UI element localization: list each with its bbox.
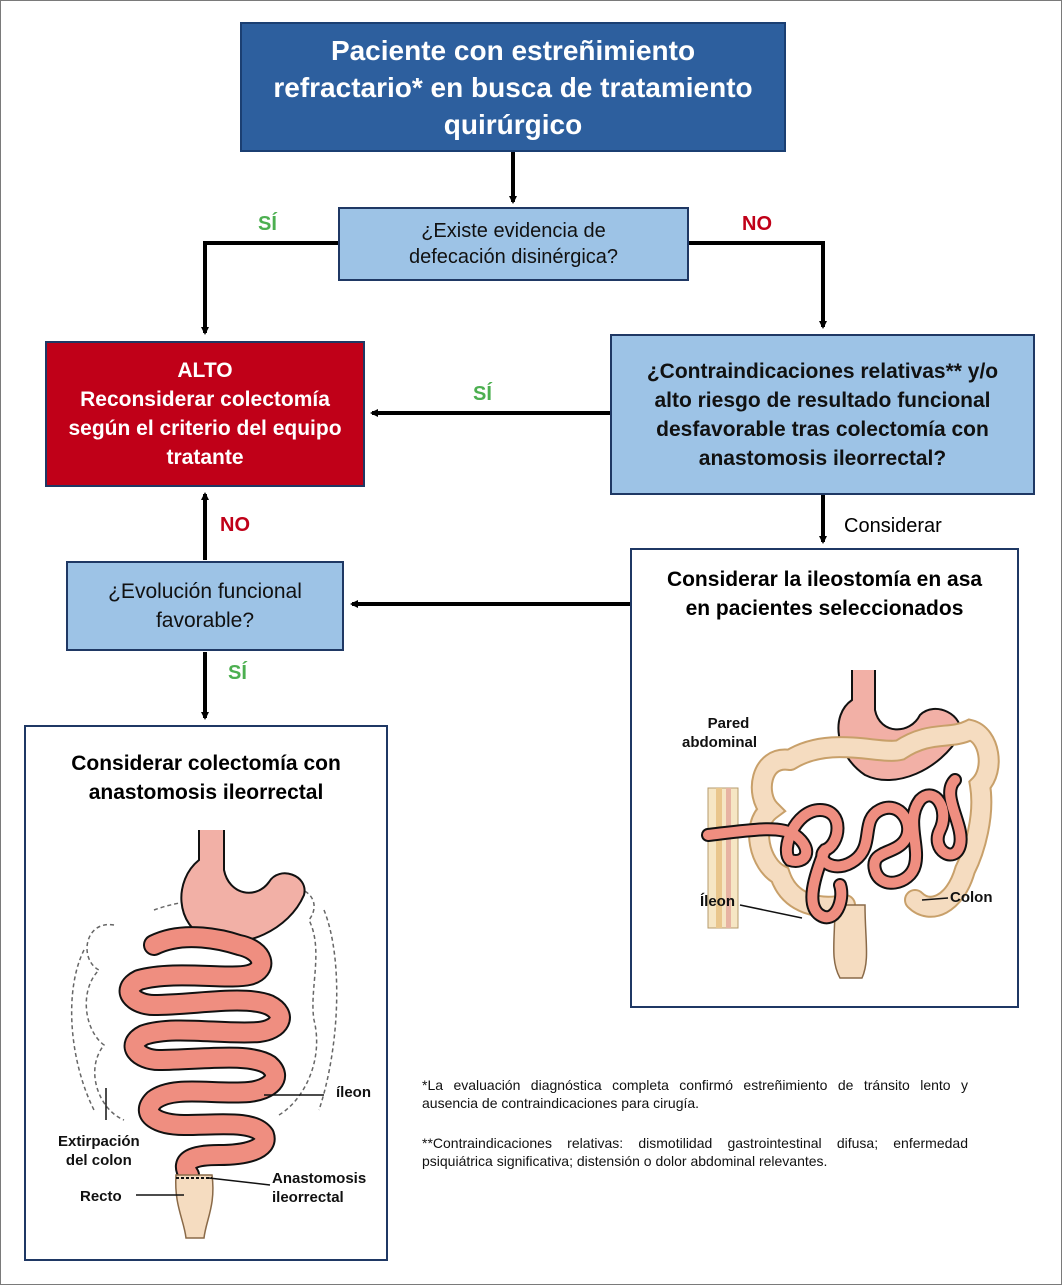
label-colon-removal: Extirpación del colon: [58, 1132, 140, 1170]
label-ileum-ileostomy: Íleon: [700, 893, 736, 910]
question-text: ¿Evolución funcional favorable?: [108, 580, 302, 632]
label-anastomosis: Anastomosis ileorrectal: [272, 1169, 366, 1207]
footnote-2: **Contraindicaciones relativas: dismotil…: [422, 1135, 968, 1169]
q2-consider-label: Considerar: [844, 515, 942, 537]
label-colon: Colon: [950, 889, 993, 906]
q3-yes-label: SÍ: [228, 662, 247, 684]
label-ileum-colectomy: íleon: [336, 1084, 372, 1101]
start-box: Paciente con estreñimiento refractario* …: [240, 22, 786, 152]
label-line: Pared: [707, 715, 750, 732]
question-contraindications: ¿Contraindicaciones relativas** y/o alto…: [610, 334, 1035, 495]
q2-yes-label: SÍ: [473, 383, 492, 405]
question-text: ¿Contraindicaciones relativas** y/o alto…: [646, 359, 999, 470]
colectomy-illustration: [70, 830, 338, 1239]
label-line: del colon: [65, 1152, 132, 1169]
label-rectum: Recto: [80, 1188, 122, 1205]
ileostomy-title: Considerar la ileostomía en asa en pacie…: [666, 568, 983, 620]
arrow-q1-yes: [201, 241, 338, 335]
stop-title: ALTO: [177, 359, 233, 382]
q3-no-label: NO: [220, 514, 250, 536]
label-line: Anastomosis: [272, 1170, 367, 1187]
label-line: Extirpación: [58, 1133, 140, 1150]
question-text: ¿Existe evidencia de defecación disinérg…: [408, 220, 619, 268]
question-functional-outcome: ¿Evolución funcional favorable?: [66, 561, 344, 651]
question-dyssynergic-defecation: ¿Existe evidencia de defecación disinérg…: [338, 207, 689, 281]
q1-no-label: NO: [742, 213, 772, 235]
label-abdominal-wall: Pared abdominal: [682, 714, 757, 752]
footnote-1: *La evaluación diagnóstica completa conf…: [422, 1077, 968, 1111]
arrow-q1-no: [689, 241, 827, 329]
q1-yes-label: SÍ: [258, 213, 277, 235]
start-box-text: Paciente con estreñimiento refractario* …: [273, 34, 753, 140]
label-line: abdominal: [682, 734, 758, 751]
label-line: ileorrectal: [272, 1189, 344, 1206]
stop-text: Reconsiderar colectomía según el criteri…: [68, 388, 342, 469]
colectomy-title: Considerar colectomía con anastomosis il…: [71, 752, 341, 804]
stop-box: ALTO Reconsiderar colectomía según el cr…: [45, 341, 365, 487]
ileostomy-illustration: [701, 670, 1000, 979]
